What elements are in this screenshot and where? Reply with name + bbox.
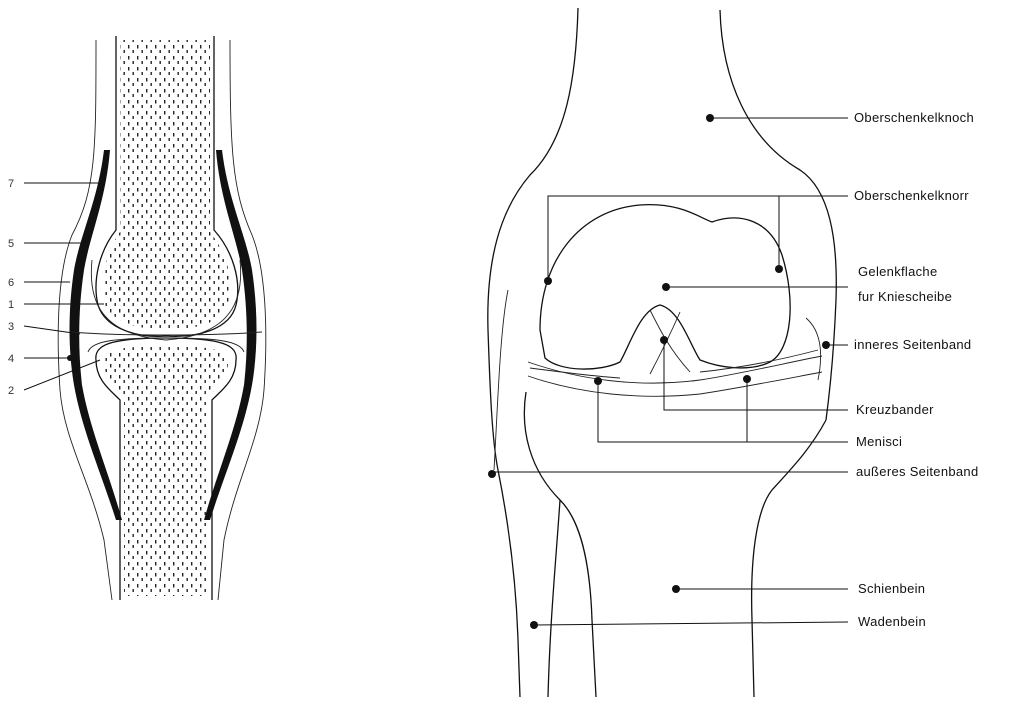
femur-outline-right <box>720 10 836 420</box>
label-cruciate: Kreuzbander <box>856 402 934 417</box>
medial-ligament <box>806 318 821 380</box>
num-3: 3 <box>8 321 14 333</box>
num-7: 7 <box>8 178 14 190</box>
fibula-outline <box>498 470 560 697</box>
label-leaders <box>488 114 848 629</box>
label-condyles: Oberschenkelknorr <box>854 188 969 203</box>
meniscus-band-lower <box>528 372 822 396</box>
label-tibia: Schienbein <box>858 581 925 596</box>
joint-cross-section: 7 5 6 1 3 4 2 <box>8 36 266 600</box>
meniscus-band <box>528 356 822 383</box>
knee-front-view: Oberschenkelknoch Oberschenkelknorr Gele… <box>488 8 979 697</box>
num-6: 6 <box>8 277 14 289</box>
label-fibula: Wadenbein <box>858 614 926 629</box>
lower-bone-spongy <box>104 346 228 596</box>
num-5: 5 <box>8 238 14 250</box>
number-labels: 7 5 6 1 3 4 2 <box>8 178 104 397</box>
tibia-outline <box>524 392 826 697</box>
lateral-ligament <box>494 290 508 470</box>
capsule-left <box>70 150 123 520</box>
label-femur: Oberschenkelknoch <box>854 110 974 125</box>
label-medial-ligament: inneres Seitenband <box>854 337 971 352</box>
num-2: 2 <box>8 385 14 397</box>
outer-outline-right <box>218 40 266 600</box>
label-lateral-ligament: außeres Seitenband <box>856 464 978 479</box>
label-patellar-surface-2: fur Kniescheibe <box>858 289 952 304</box>
num-4: 4 <box>8 353 14 365</box>
label-menisci: Menisci <box>856 434 902 449</box>
outer-outline-left <box>58 40 112 600</box>
joint-space <box>70 332 262 335</box>
num-1: 1 <box>8 299 14 311</box>
label-patellar-surface-1: Gelenkflache <box>858 264 937 279</box>
label-texts: Oberschenkelknoch Oberschenkelknorr Gele… <box>854 110 978 629</box>
cruciate-ligaments <box>650 310 690 374</box>
femur-outline-left <box>488 8 578 470</box>
upper-bone-spongy <box>103 40 231 329</box>
